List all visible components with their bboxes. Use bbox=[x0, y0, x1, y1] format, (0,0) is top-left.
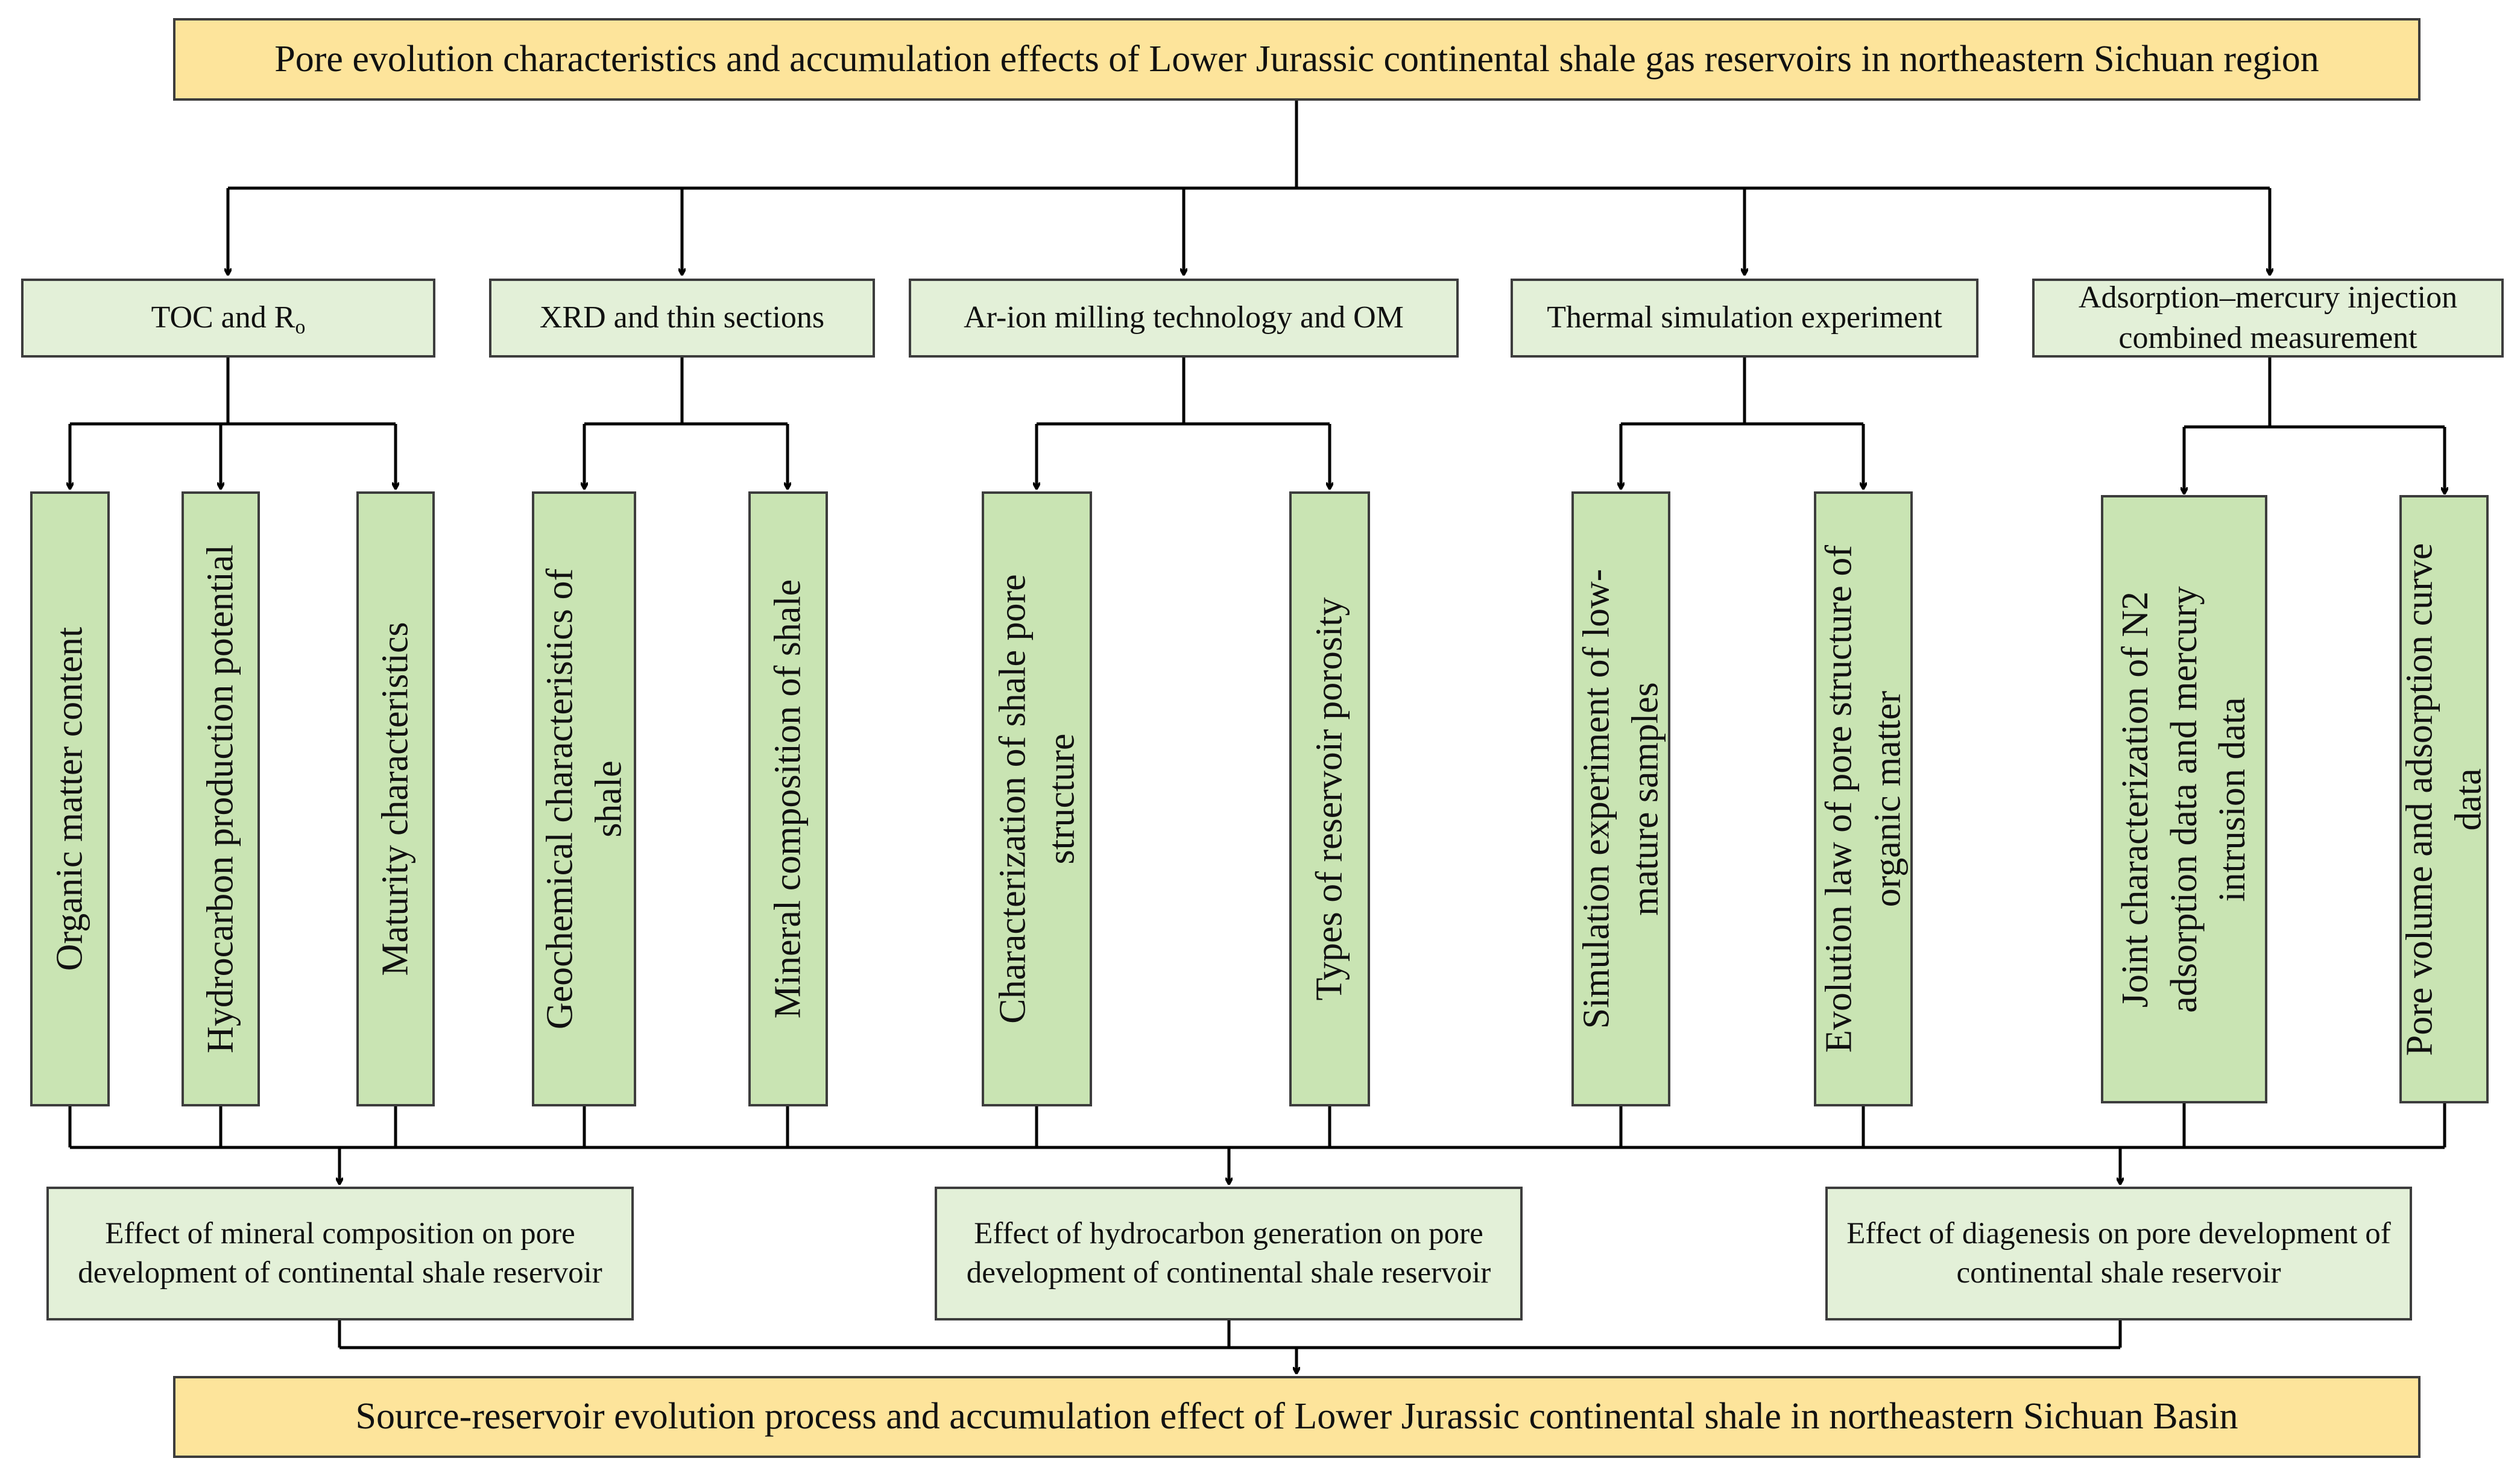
top-title-box: Pore evolution characteristics and accum… bbox=[173, 18, 2421, 101]
leaf-low-mature-simulation: Simulation experiment of low-mature samp… bbox=[1571, 491, 1670, 1106]
effect-mineral-composition: Effect of mineral composition on pore de… bbox=[46, 1187, 634, 1320]
leaf-maturity-characteristics: Maturity characteristics bbox=[356, 491, 435, 1106]
effect-label: Effect of diagenesis on pore development… bbox=[1846, 1216, 2391, 1290]
effect-diagenesis: Effect of diagenesis on pore development… bbox=[1825, 1187, 2412, 1320]
leaf-label: Hydrocarbon production potential bbox=[200, 544, 241, 1053]
leaf-label: Characterization of shale pore structure bbox=[991, 574, 1082, 1024]
effect-hydrocarbon-generation: Effect of hydrocarbon generation on pore… bbox=[935, 1187, 1523, 1320]
method-label: XRD and thin sections bbox=[539, 300, 825, 335]
effect-label: Effect of mineral composition on pore de… bbox=[78, 1216, 602, 1290]
leaf-reservoir-porosity-types: Types of reservoir porosity bbox=[1289, 491, 1370, 1106]
leaf-joint-characterization: Joint characterization of N2 adsorption … bbox=[2101, 495, 2267, 1103]
method-box-thermal: Thermal simulation experiment bbox=[1511, 279, 1978, 358]
effect-label: Effect of hydrocarbon generation on pore… bbox=[966, 1216, 1491, 1290]
leaf-label: Pore volume and adsorption curve data bbox=[2399, 543, 2489, 1056]
leaf-pore-structure-characterization: Characterization of shale pore structure bbox=[982, 491, 1092, 1106]
leaf-label: Joint characterization of N2 adsorption … bbox=[2115, 585, 2253, 1013]
method-label: Adsorption–mercury injection combined me… bbox=[2078, 280, 2458, 355]
method-box-ar-ion: Ar-ion milling technology and OM bbox=[909, 279, 1459, 358]
leaf-geochemical-characteristics: Geochemical characteristics of shale bbox=[532, 491, 636, 1106]
method-label: TOC and Ro bbox=[151, 300, 306, 339]
bottom-title-box: Source-reservoir evolution process and a… bbox=[173, 1376, 2421, 1458]
method-label: Thermal simulation experiment bbox=[1547, 300, 1942, 335]
leaf-label: Evolution law of pore structure of organ… bbox=[1818, 545, 1908, 1053]
method-label: Ar-ion milling technology and OM bbox=[964, 300, 1404, 335]
leaf-mineral-composition: Mineral composition of shale bbox=[748, 491, 828, 1106]
leaf-label: Mineral composition of shale bbox=[767, 579, 809, 1019]
method-box-toc-ro: TOC and Ro bbox=[21, 279, 435, 358]
leaf-label: Organic matter content bbox=[49, 626, 90, 971]
leaf-pore-volume-adsorption: Pore volume and adsorption curve data bbox=[2399, 495, 2489, 1103]
bottom-title: Source-reservoir evolution process and a… bbox=[355, 1396, 2238, 1437]
method-box-adsorption: Adsorption–mercury injection combined me… bbox=[2032, 279, 2504, 358]
method-box-xrd: XRD and thin sections bbox=[489, 279, 875, 358]
leaf-hydrocarbon-production-potential: Hydrocarbon production potential bbox=[182, 491, 260, 1106]
leaf-organic-pore-evolution-law: Evolution law of pore structure of organ… bbox=[1814, 491, 1913, 1106]
leaf-label: Simulation experiment of low-mature samp… bbox=[1576, 569, 1666, 1029]
leaf-label: Types of reservoir porosity bbox=[1309, 597, 1350, 1001]
leaf-label: Geochemical characteristics of shale bbox=[538, 568, 629, 1030]
leaf-organic-matter-content: Organic matter content bbox=[30, 491, 110, 1106]
top-title: Pore evolution characteristics and accum… bbox=[274, 38, 2319, 80]
leaf-label: Maturity characteristics bbox=[374, 622, 416, 976]
